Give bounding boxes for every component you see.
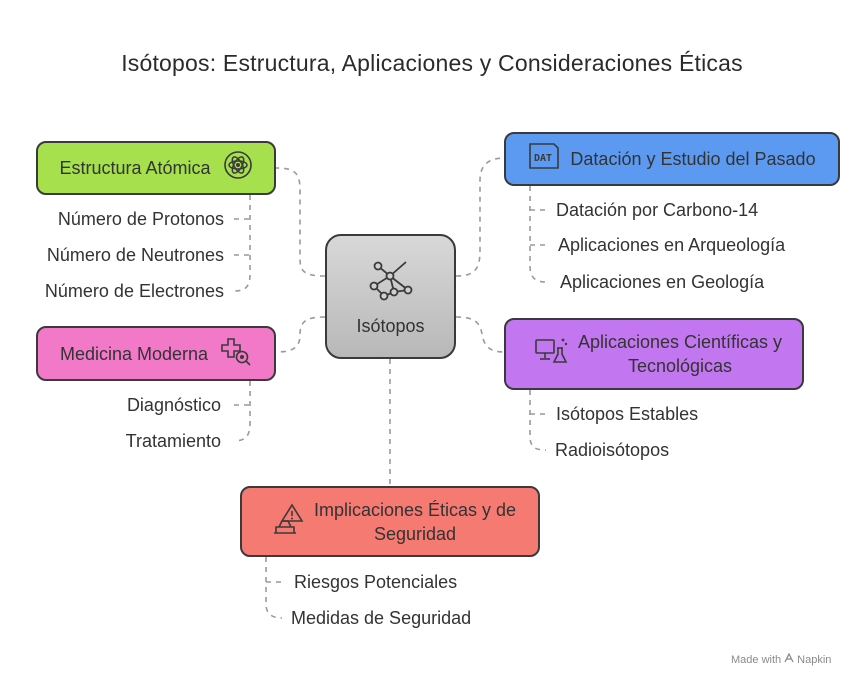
link-center-estructura [275,167,326,277]
atom-icon [223,150,253,186]
estructura-item-protonos: Número de Protonos [57,209,224,229]
link-datacion-spine [529,186,547,283]
node-etica-label: Implicaciones Éticas y de Seguridad [314,498,516,546]
datacion-item-geologia: Aplicaciones en Geología [560,272,765,292]
node-datacion[interactable]: DAT Datación y Estudio del Pasado [504,132,840,186]
link-center-cientificas [455,316,505,353]
node-aplicaciones-cientificas[interactable]: Aplicaciones Científicas y Tecnológicas [504,318,804,390]
node-etica-label-line2: Seguridad [373,523,457,544]
watermark[interactable]: Made with Napkin [731,652,832,666]
medicina-item-diagnostico: Diagnóstico [126,395,221,415]
estructura-item-neutrones: Número de Neutrones [46,245,224,265]
cientificas-item-radioisotopos: Radioisótopos [555,440,670,460]
node-cientificas-label: Aplicaciones Científicas y Tecnológicas [578,330,782,378]
svg-text:DAT: DAT [534,153,552,164]
datacion-item-arqueologia: Aplicaciones en Arqueología [558,235,786,255]
node-datacion-label: Datación y Estudio del Pasado [570,149,816,169]
node-etica-label-line1: Implicaciones Éticas y de [313,499,517,520]
estructura-item-electrones: Número de Electrones [44,281,224,301]
link-estructura-spine [233,195,251,292]
watermark-brand: Napkin [797,653,832,666]
node-estructura-atomica[interactable]: Estructura Atómica [36,141,276,195]
link-medicina-spine [233,381,251,442]
link-etica-spine [265,557,283,619]
link-center-medicina [275,316,326,353]
etica-item-medidas: Medidas de Seguridad [291,608,472,628]
etica-item-riesgos: Riesgos Potenciales [294,572,458,592]
medical-search-icon [220,336,252,372]
node-implicaciones-eticas[interactable]: Implicaciones Éticas y de Seguridad [240,486,540,557]
link-center-datacion [455,157,505,277]
datacion-item-carbono: Datación por Carbono-14 [556,200,759,220]
molecule-network-icon [366,256,416,308]
node-estructura-label: Estructura Atómica [59,158,211,178]
center-label: Isótopos [356,315,425,336]
computer-flask-icon [534,336,568,372]
watermark-prefix: Made with [731,653,782,666]
center-node[interactable]: Isótopos [325,234,456,359]
link-cientificas-spine [529,390,547,451]
medicina-item-tratamiento: Tratamiento [125,431,221,451]
cientificas-item-estables: Isótopos Estables [556,404,699,424]
page-title: Isótopos: Estructura, Aplicaciones y Con… [121,50,743,76]
node-medicina-label: Medicina Moderna [59,343,209,364]
node-cientificas-label-line1: Aplicaciones Científicas y [577,332,783,352]
napkin-logo-icon [784,652,794,666]
hazard-warning-icon [270,502,304,541]
node-cientificas-label-line2: Tecnológicas [627,356,733,376]
node-medicina-moderna[interactable]: Medicina Moderna [36,326,276,381]
data-icon: DAT [528,142,560,176]
